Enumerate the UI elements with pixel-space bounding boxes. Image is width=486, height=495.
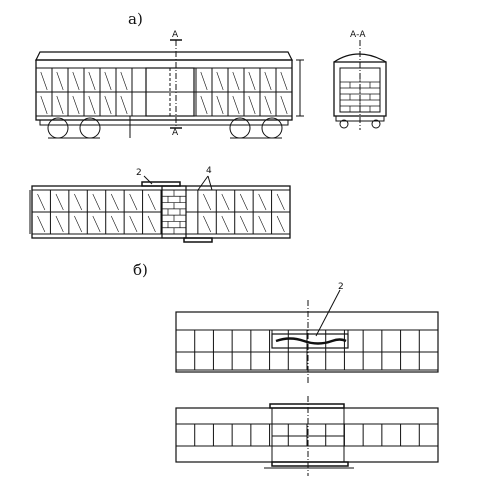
- diagram-b-lower: [175, 396, 439, 476]
- section-mark-top: А: [172, 30, 179, 40]
- wagon-side-view: [35, 39, 304, 139]
- callout-4: 4: [206, 166, 212, 176]
- plan-brick-pattern: [162, 190, 186, 234]
- wagon-upper-cells: [36, 68, 292, 116]
- part-b-label: б): [133, 261, 148, 279]
- wagon-plan-view: [29, 175, 291, 243]
- b-upper-cells: [194, 330, 420, 370]
- section-title: А-А: [350, 30, 366, 40]
- diagram-b-upper: [175, 289, 439, 384]
- callout-2: 2: [136, 168, 142, 178]
- section-mark-bottom: А: [172, 128, 179, 138]
- plan-cells: [32, 190, 290, 234]
- b-lower-cells: [194, 408, 420, 462]
- section-a-a-view: [333, 40, 387, 130]
- callout-2-b: 2: [338, 282, 344, 292]
- part-a-label: а): [128, 10, 143, 28]
